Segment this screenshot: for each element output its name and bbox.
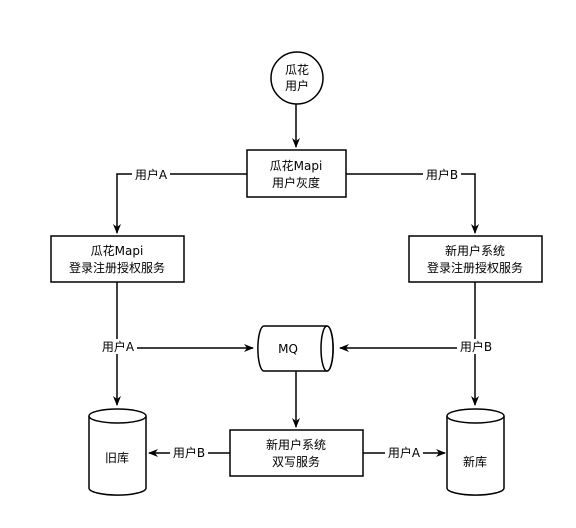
edge-label-dual-to-old: 用户B	[173, 445, 205, 460]
node-new-system-line1: 新用户系统	[445, 243, 505, 258]
node-gray-line1: 瓜花Mapi	[270, 158, 323, 173]
edge-label-left-to-mq: 用户A	[102, 339, 135, 354]
node-old-db: 旧库	[88, 408, 147, 496]
node-new-db-label: 新库	[463, 454, 487, 469]
edge-label-right-to-mq: 用户B	[460, 339, 492, 354]
edge-label-dual-to-new: 用户A	[388, 445, 421, 460]
node-gray-release: 瓜花Mapi 用户灰度	[246, 149, 347, 198]
node-new-system-line2: 登录注册授权服务	[427, 260, 523, 275]
node-guahua-mapi-auth: 瓜花Mapi 登录注册授权服务	[50, 235, 185, 283]
node-dual-write: 新用户系统 双写服务	[229, 429, 364, 477]
node-mq-label: MQ	[278, 342, 298, 356]
node-user: 瓜花 用户	[270, 51, 324, 105]
node-new-system-auth: 新用户系统 登录注册授权服务	[408, 235, 543, 283]
node-gray-line2: 用户灰度	[272, 175, 320, 190]
node-dual-write-line1: 新用户系统	[266, 437, 326, 452]
edge-label-gray-to-left: 用户A	[135, 167, 168, 182]
node-guahua-mapi-line2: 登录注册授权服务	[69, 260, 165, 275]
node-user-line1: 瓜花	[285, 62, 309, 77]
node-new-db: 新库	[446, 408, 505, 496]
edge-gray-to-guahua-mapi	[113, 173, 247, 234]
edge-label-gray-to-right: 用户B	[426, 167, 458, 182]
node-old-db-label: 旧库	[105, 450, 129, 465]
node-dual-write-line2: 双写服务	[272, 454, 320, 469]
node-guahua-mapi-line1: 瓜花Mapi	[91, 243, 144, 258]
node-user-line2: 用户	[285, 78, 309, 93]
edge-gray-to-new-system	[346, 173, 479, 234]
node-mq: MQ	[257, 325, 334, 372]
